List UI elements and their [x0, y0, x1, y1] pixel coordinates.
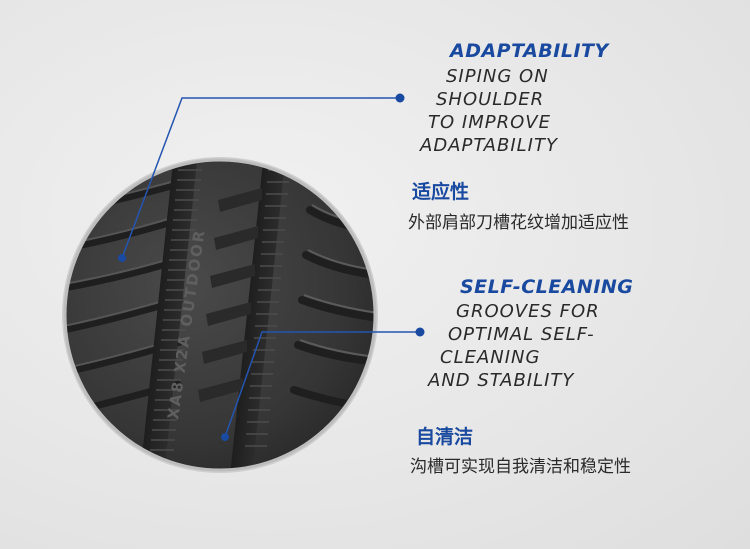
self-cleaning-line-4: AND STABILITY [428, 370, 575, 391]
self-cleaning-line-3: CLEANING [440, 347, 541, 368]
self-cleaning-cn-desc: 沟槽可实现自我清洁和稳定性 [410, 457, 631, 477]
leader-line-adaptability [118, 93, 405, 262]
self-cleaning-line-1: GROOVES FOR [456, 301, 600, 322]
adaptability-title: ADAPTABILITY [450, 40, 609, 62]
self-cleaning-title: SELF-CLEANING [460, 276, 634, 298]
adaptability-cn-desc: 外部肩部刀槽花纹增加适应性 [408, 213, 629, 233]
self-cleaning-line-2: OPTIMAL SELF- [448, 324, 595, 345]
tread-pattern: XA8 X2A OUTDOOR [65, 160, 375, 470]
adaptability-line-3: TO IMPROVE [428, 112, 551, 133]
lens-rim [63, 158, 377, 472]
adaptability-cn-title: 适应性 [412, 181, 470, 203]
adaptability-line-1: SIPING ON [446, 66, 549, 87]
leader-line-self-cleaning [221, 327, 425, 441]
adaptability-line-2: SHOULDER [436, 89, 545, 110]
self-cleaning-cn-title: 自清洁 [416, 426, 474, 448]
adaptability-line-4: ADAPTABILITY [420, 135, 558, 156]
